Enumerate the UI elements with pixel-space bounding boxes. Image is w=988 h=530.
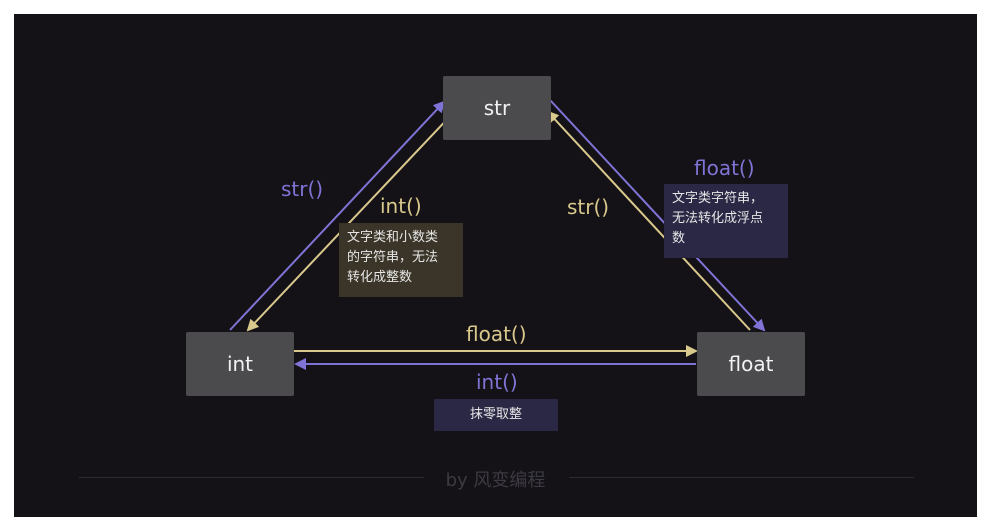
label-float-to-int: int() bbox=[476, 370, 518, 394]
label-float-to-str: str() bbox=[567, 195, 610, 219]
arrow-int-to-str bbox=[229, 100, 446, 331]
label-str-to-int: int() bbox=[380, 194, 422, 218]
footer-divider-right bbox=[569, 477, 914, 478]
label-int-to-str: str() bbox=[281, 177, 324, 201]
conversion-arrows bbox=[229, 99, 766, 370]
note-str-to-int: 文字类和小数类 的字符串，无法 转化成整数 bbox=[339, 223, 463, 297]
node-float: float bbox=[697, 332, 805, 396]
footer-credit: by 风变编程 bbox=[445, 470, 546, 491]
arrow-float-to-str bbox=[546, 110, 751, 331]
note-float-to-int: 抹零取整 bbox=[434, 399, 558, 431]
diagram-canvas: str int float str() int() float() str() … bbox=[14, 14, 977, 517]
node-int: int bbox=[186, 332, 294, 396]
node-str: str bbox=[443, 76, 551, 140]
arrow-str-to-float bbox=[549, 99, 766, 332]
label-int-to-float: float() bbox=[466, 322, 527, 346]
footer-divider-left bbox=[79, 477, 424, 478]
arrow-str-to-int bbox=[246, 111, 455, 332]
label-str-to-float: float() bbox=[694, 156, 755, 180]
note-str-to-float: 文字类字符串， 无法转化成浮点 数 bbox=[664, 184, 788, 258]
